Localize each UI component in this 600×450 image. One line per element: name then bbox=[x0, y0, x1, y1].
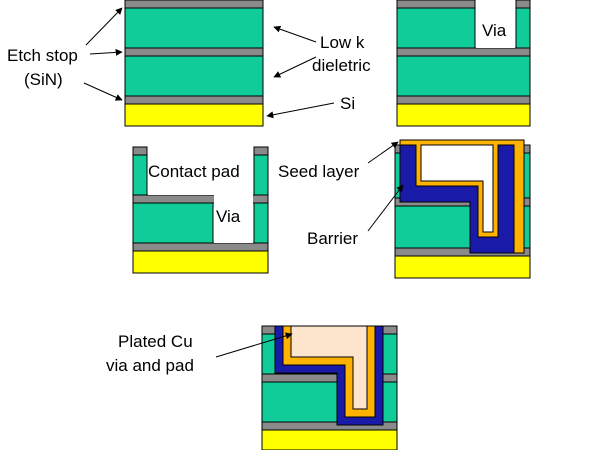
etch-stop-arrow-bottom bbox=[83, 82, 123, 101]
contact-pad-opening bbox=[148, 147, 253, 195]
plated-copper bbox=[290, 325, 368, 410]
silicon-substrate bbox=[124, 103, 264, 127]
etch-stop-layer-bottom bbox=[124, 95, 264, 105]
plated-cu-label: Plated Cu bbox=[118, 332, 193, 351]
seed-layer-arrow bbox=[367, 141, 399, 164]
s3-etch-top-right bbox=[253, 146, 269, 156]
step1-stack bbox=[124, 0, 264, 127]
contact-pad-label: Contact pad bbox=[148, 162, 240, 181]
s2-etch-top-right bbox=[515, 0, 531, 9]
s2-etch-top-left bbox=[396, 0, 476, 9]
s3-diel-lower-right bbox=[253, 202, 269, 244]
barrier-label: Barrier bbox=[307, 229, 358, 248]
si-arrow bbox=[266, 102, 335, 119]
etch-stop-arrow-top bbox=[85, 7, 123, 46]
sin-label: (SiN) bbox=[24, 70, 63, 89]
si-label: Si bbox=[340, 94, 355, 113]
via-opening bbox=[476, 0, 515, 48]
plated-cu-arrow bbox=[215, 332, 293, 358]
s2-diel-upper-right bbox=[515, 7, 531, 49]
s3-diel-lower-left bbox=[132, 202, 214, 244]
s3-etch-top-left bbox=[132, 146, 148, 156]
s3-silicon bbox=[132, 250, 269, 274]
s2-etch-middle bbox=[396, 47, 531, 57]
etch-stop-arrow-middle bbox=[89, 48, 123, 56]
low-k-arrow-bottom bbox=[273, 56, 317, 78]
etch-stop-layer-middle bbox=[124, 47, 264, 57]
via-label-step2: Via bbox=[482, 21, 507, 40]
etch-stop-label: Etch stop bbox=[7, 46, 78, 65]
via-opening-step3 bbox=[214, 195, 253, 243]
step2-via-etched bbox=[396, 0, 531, 127]
s5-silicon bbox=[261, 429, 398, 450]
via-label-step3: Via bbox=[216, 207, 241, 226]
step5-plated-cu bbox=[261, 325, 398, 450]
s3-etch-bottom bbox=[132, 242, 269, 252]
s4-silicon bbox=[394, 255, 531, 279]
seed-layer-label: Seed layer bbox=[278, 162, 360, 181]
dielectric-label: dieletric bbox=[312, 56, 371, 75]
s4-open-cavity bbox=[420, 144, 494, 233]
dielectric-layer-lower bbox=[124, 55, 264, 97]
s2-diel-lower bbox=[396, 55, 531, 97]
s3-diel-upper-right bbox=[253, 154, 269, 196]
via-and-pad-label: via and pad bbox=[106, 356, 194, 375]
etch-stop-layer-top bbox=[124, 0, 264, 9]
step3-pad-and-via bbox=[132, 146, 269, 274]
s2-diel-upper-left bbox=[396, 7, 476, 49]
s2-etch-bottom bbox=[396, 95, 531, 105]
dielectric-layer-upper bbox=[124, 7, 264, 49]
barrier-arrow bbox=[367, 184, 404, 232]
s3-diel-upper-left bbox=[132, 154, 148, 196]
s2-silicon bbox=[396, 103, 531, 127]
step4-barrier-seed bbox=[394, 139, 531, 279]
low-k-arrow-top bbox=[273, 25, 317, 43]
low-k-label: Low k bbox=[320, 33, 365, 52]
